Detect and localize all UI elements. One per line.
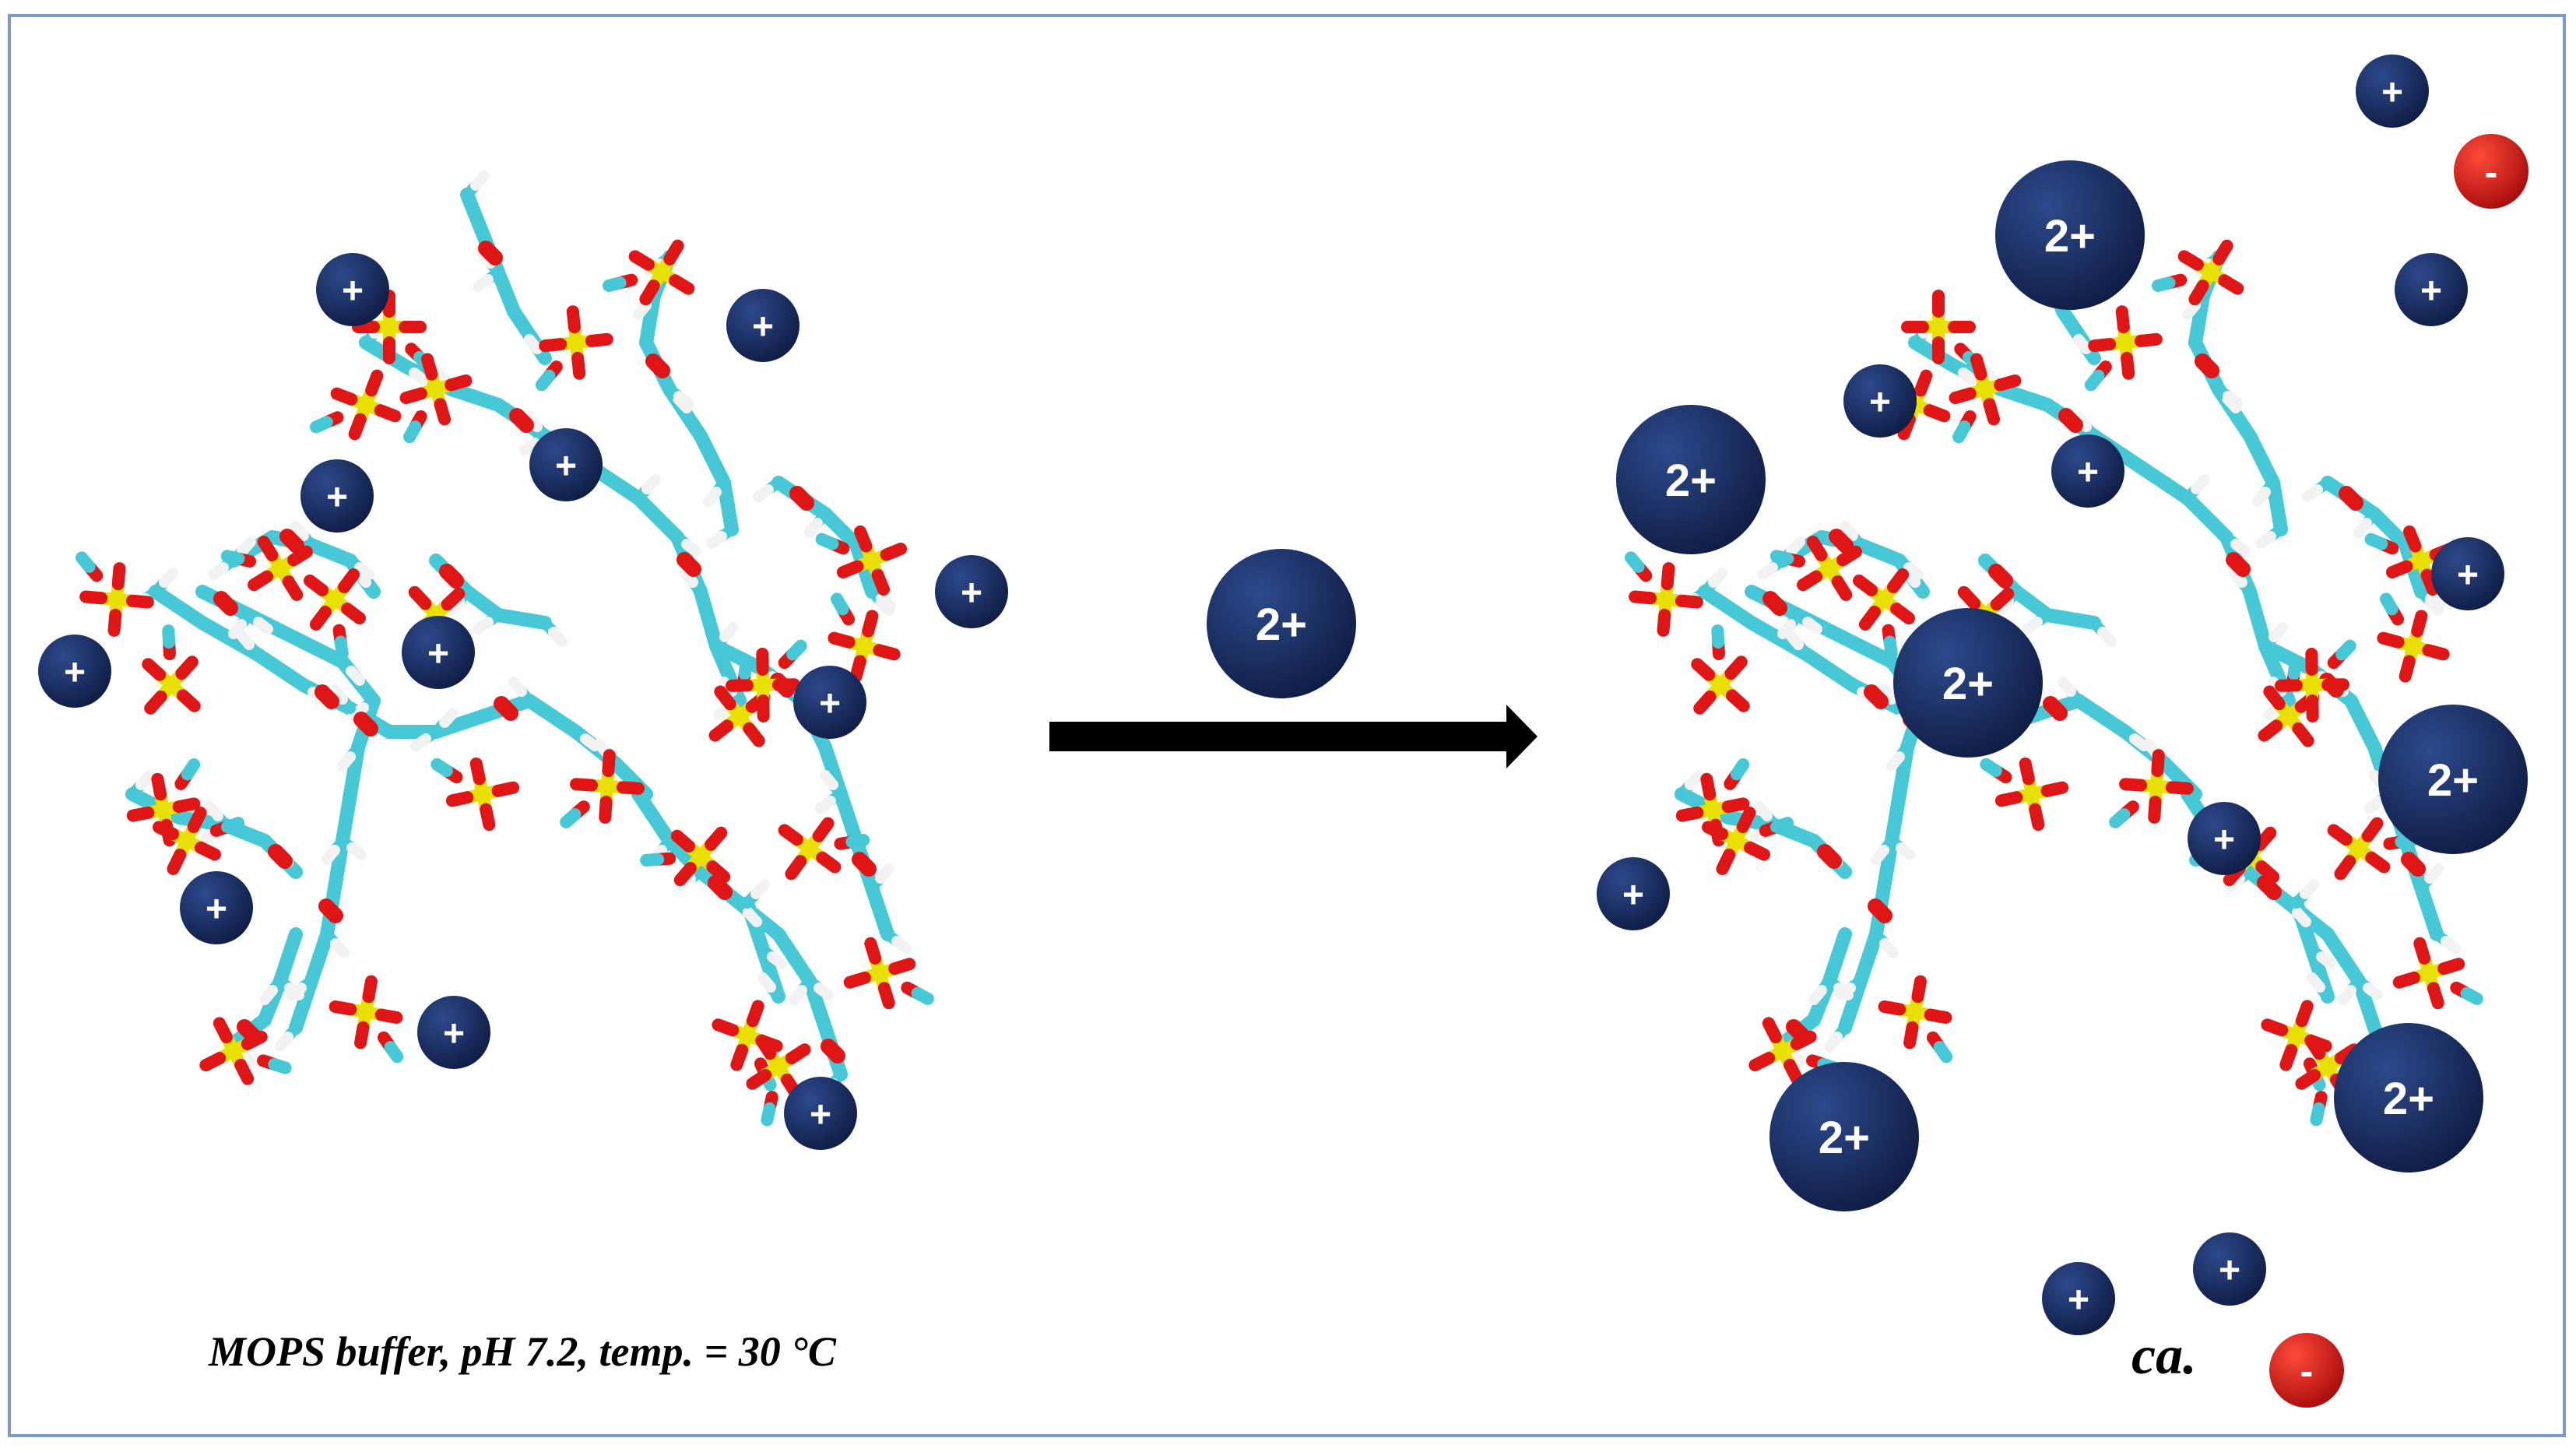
ca-label: ca. — [2131, 1326, 2197, 1386]
mono-ion-20: + — [2193, 1232, 2266, 1306]
mono-ion-9: + — [180, 871, 253, 944]
mono-ion-label: + — [961, 572, 982, 613]
divalent-ion-label: 2+ — [1256, 599, 1307, 650]
mono-ion-label: + — [427, 633, 449, 674]
mono-ion-6: + — [402, 616, 475, 689]
divalent-ion-label: 2+ — [1819, 1113, 1870, 1163]
mono-ion-14: + — [1843, 364, 1917, 438]
mono-ion-label: + — [64, 652, 86, 693]
mono-ion-label: + — [2219, 1250, 2240, 1291]
mono-ion-13: + — [2395, 253, 2468, 326]
mono-ion-label: + — [1869, 381, 1891, 423]
mono-ion-16: + — [2431, 537, 2504, 610]
mono-ion-8: + — [793, 666, 866, 739]
ion-layer: + + + + + + + + + + + + + + + + + + + +2+ 2+ 2+ 2+ 2+ 2+ 2+ - - — [38, 54, 2529, 1408]
conditions-caption: MOPS buffer, pH 7.2, temp. = 30 °C — [209, 1328, 836, 1375]
divalent-ion-1: 2+ — [1207, 549, 1356, 698]
divalent-ion-label: 2+ — [1665, 455, 1717, 506]
divalent-ion-label: 2+ — [2427, 755, 2479, 806]
anion-ion-2: - — [2269, 1333, 2344, 1408]
divalent-ion-3: 2+ — [1616, 405, 1766, 554]
mono-ion-1: + — [316, 253, 389, 326]
mono-ion-label: + — [1622, 874, 1644, 916]
mono-ion-4: + — [300, 459, 374, 533]
mono-ion-19: + — [2042, 1262, 2115, 1335]
anion-ion-label: - — [2485, 150, 2498, 194]
anion-ion-1: - — [2454, 134, 2529, 209]
mono-ion-label: + — [2457, 554, 2479, 596]
mono-ion-17: + — [2188, 802, 2261, 875]
mono-ion-label: + — [810, 1094, 831, 1135]
mono-ion-label: + — [2068, 1279, 2089, 1320]
divalent-ion-label: 2+ — [1942, 659, 1994, 709]
mono-ion-label: + — [2381, 72, 2403, 113]
anion-ion-label: - — [2300, 1349, 2314, 1393]
mono-ion-7: + — [38, 635, 111, 708]
divalent-ion-6: 2+ — [1769, 1062, 1919, 1211]
mono-ion-label: + — [819, 683, 841, 724]
mono-ion-label: + — [443, 1013, 465, 1054]
mono-ion-label: + — [2213, 819, 2235, 860]
divalent-ion-5: 2+ — [2378, 705, 2528, 854]
mono-ion-10: + — [417, 996, 490, 1069]
divalent-ion-label: 2+ — [2383, 1074, 2434, 1124]
reaction-arrow — [1049, 705, 1538, 768]
divalent-ion-label: 2+ — [2044, 211, 2096, 262]
dendrimer-molecule-left — [76, 171, 934, 1127]
mono-ion-label: + — [342, 270, 364, 311]
divalent-ion-4: 2+ — [1893, 608, 2043, 758]
mono-ion-12: + — [2356, 54, 2429, 128]
mono-ion-label: + — [326, 476, 348, 518]
mono-ion-2: + — [726, 289, 800, 362]
mono-ion-label: + — [555, 445, 577, 487]
mono-ion-5: + — [935, 555, 1008, 628]
mono-ion-11: + — [784, 1077, 857, 1150]
mono-ion-label: + — [752, 306, 774, 347]
mono-ion-label: + — [2077, 452, 2099, 493]
divalent-ion-2: 2+ — [1995, 160, 2145, 310]
mono-ion-18: + — [1597, 857, 1670, 930]
dendrimer-molecule-right — [1625, 171, 2483, 1127]
mono-ion-15: + — [2051, 434, 2124, 508]
mono-ion-label: + — [2420, 270, 2442, 311]
mono-ion-3: + — [529, 428, 603, 501]
mono-ion-label: + — [206, 888, 227, 930]
divalent-ion-7: 2+ — [2334, 1023, 2483, 1172]
